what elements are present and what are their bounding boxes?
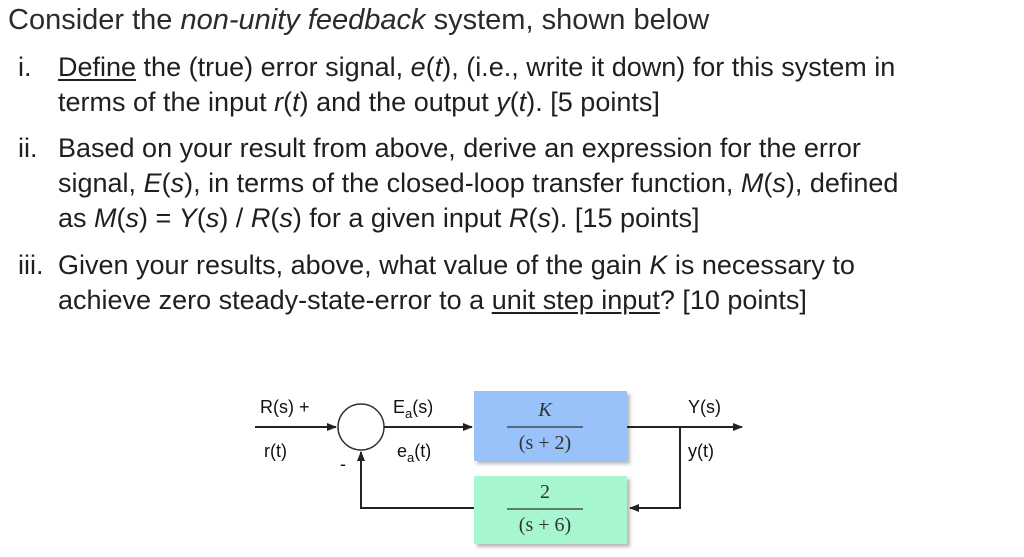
text: Given your results, above, what value of…: [58, 250, 650, 280]
input-label-top: R(s) +: [260, 397, 310, 417]
text: ). [5 points]: [526, 87, 660, 117]
text: (: [425, 52, 435, 82]
var: e: [410, 52, 426, 82]
text: ) and the output: [299, 87, 497, 117]
var: E: [143, 168, 162, 198]
takeoff-line: [629, 427, 681, 512]
text: ). [15 points]: [550, 203, 700, 233]
var: s: [170, 168, 185, 198]
text: ), (i.e., write it down) for this system…: [442, 52, 896, 82]
var: r: [274, 87, 284, 117]
title-lead: Consider the: [8, 4, 181, 36]
text: ), defined: [785, 168, 899, 198]
error-label-bottom: ea(t): [397, 441, 431, 465]
var: s: [537, 203, 551, 233]
text: terms of the input: [58, 87, 275, 117]
error-label-top: Ea(s): [393, 397, 433, 421]
text: is necessary to: [667, 250, 855, 280]
text: (: [528, 203, 538, 233]
item-number: iii.: [18, 250, 44, 280]
item-2-line-1: Based on your result from above, derive …: [58, 133, 861, 163]
text: as: [58, 203, 95, 233]
text: ? [10 points]: [659, 285, 807, 315]
feedback-numerator: 2: [540, 481, 550, 503]
item-number: ii.: [18, 133, 38, 163]
forward-block: [474, 391, 627, 461]
var: K: [649, 250, 668, 280]
output-label-top: Y(s): [688, 397, 721, 417]
item-2-line-3: as M(s) = Y(s) / R(s) for a given input …: [58, 201, 700, 236]
var: t: [434, 52, 443, 82]
unit-step-input-link[interactable]: unit step input: [491, 285, 660, 315]
text: (: [763, 168, 773, 198]
text: (: [283, 87, 293, 117]
input-label-bottom: r(t): [264, 441, 287, 461]
item-1-line-1: Define the (true) error signal, e(t), (i…: [58, 50, 895, 85]
text: (: [116, 203, 126, 233]
var: t: [292, 87, 300, 117]
title-emphasis: non-unity feedback: [180, 4, 426, 36]
item-number: i.: [18, 52, 32, 82]
define-link[interactable]: Define: [58, 52, 137, 82]
text: (: [509, 87, 519, 117]
forward-numerator: K: [537, 399, 553, 421]
var: M: [94, 203, 117, 233]
output-label-bottom: y(t): [688, 441, 714, 461]
var: s: [125, 203, 140, 233]
var: s: [279, 203, 293, 233]
text: ) =: [139, 203, 179, 233]
text: achieve zero steady-state-error to a: [58, 285, 492, 315]
text: signal,: [58, 168, 144, 198]
text: (: [270, 203, 280, 233]
var: R: [508, 203, 529, 233]
item-3-line-1: Given your results, above, what value of…: [58, 248, 855, 283]
text: (: [196, 203, 206, 233]
text: (: [161, 168, 171, 198]
item-3-line-2: achieve zero steady-state-error to a uni…: [58, 283, 807, 318]
text: the (true) error signal,: [136, 52, 411, 82]
var: s: [205, 203, 220, 233]
var: Y: [178, 203, 197, 233]
var: y: [496, 87, 510, 117]
text: ), in terms of the closed-loop transfer …: [184, 168, 741, 198]
text: ) /: [219, 203, 251, 233]
title-tail: system, shown below: [425, 4, 710, 36]
feedback-block: [474, 476, 627, 544]
item-2-line-2: signal, E(s), in terms of the closed-loo…: [58, 166, 898, 201]
var: s: [772, 168, 786, 198]
summing-junction: [337, 403, 385, 451]
item-1-line-2: terms of the input r(t) and the output y…: [58, 85, 660, 120]
feedback-denominator: (s + 6): [519, 514, 571, 536]
var: R: [250, 203, 271, 233]
page-title: Consider the non-unity feedback system, …: [8, 4, 709, 37]
feedback-arrow: [357, 451, 474, 509]
forward-denominator: (s + 2): [519, 432, 571, 454]
minus-sign: -: [340, 454, 346, 474]
text: ) for a given input: [292, 203, 509, 233]
var: M: [740, 168, 764, 198]
var: t: [518, 87, 527, 117]
